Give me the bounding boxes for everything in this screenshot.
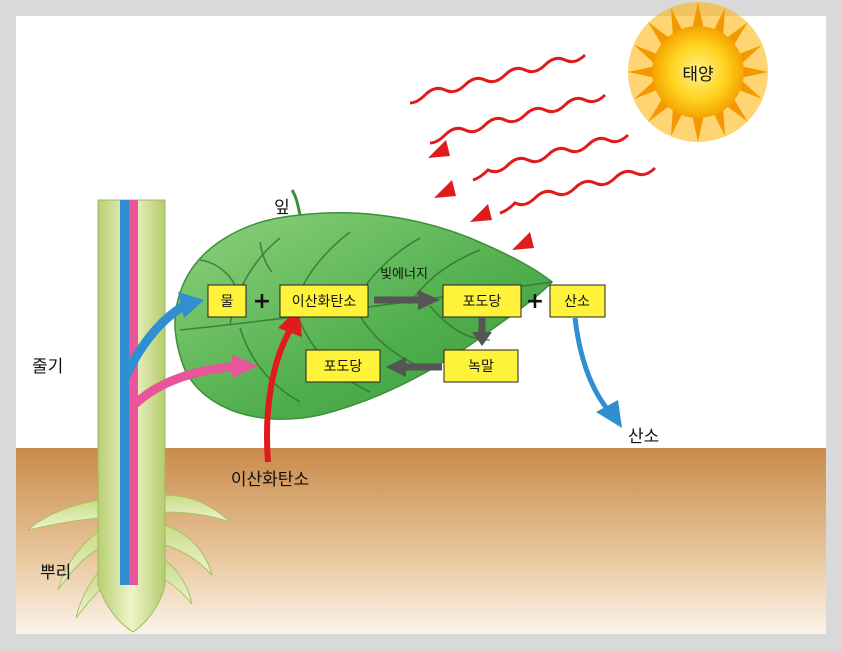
svg-text:녹말: 녹말 <box>468 359 494 375</box>
plus-2: + <box>526 289 544 314</box>
light-energy-label: 빛에너지 <box>380 267 428 282</box>
box-co2: 이산화탄소 <box>279 284 369 318</box>
svg-text:포도당: 포도당 <box>324 359 363 375</box>
svg-text:이산화탄소: 이산화탄소 <box>292 294 357 310</box>
reaction-arrows <box>374 290 492 377</box>
svg-text:산소: 산소 <box>564 294 590 310</box>
arrow-co2-to-glucose <box>418 290 440 310</box>
sun: 태양 <box>628 2 768 142</box>
arrow-starch-to-glucose <box>386 357 406 377</box>
svg-text:물: 물 <box>221 294 234 310</box>
box-starch: 녹말 <box>443 349 519 383</box>
oxygen-release-label: 산소 <box>628 427 659 447</box>
xylem-tube <box>120 200 129 585</box>
box-glucose: 포도당 <box>442 284 522 318</box>
sunlight-rays <box>409 53 657 215</box>
box-glucose-transport: 포도당 <box>305 349 381 383</box>
ray-2 <box>429 93 607 145</box>
svg-text:포도당: 포도당 <box>463 294 502 310</box>
roots <box>27 494 231 619</box>
water-transport-arrow <box>119 292 204 382</box>
glucose-transport-arrow <box>130 355 258 409</box>
ray-1 <box>409 53 587 105</box>
sun-label: 태양 <box>682 65 713 85</box>
plus-1: + <box>253 289 271 314</box>
ray-arrowheads <box>428 140 534 250</box>
ray-4 <box>499 166 657 215</box>
root-label: 뿌리 <box>40 563 71 583</box>
oxygen-release-arrow <box>572 317 622 428</box>
stem <box>97 199 166 633</box>
co2-intake-label: 이산화탄소 <box>231 470 309 490</box>
stem-label: 줄기 <box>32 357 63 377</box>
leaf-label: 잎 <box>274 198 290 218</box>
phloem-tube <box>129 200 138 585</box>
box-oxygen: 산소 <box>549 284 606 318</box>
box-water: 물 <box>207 284 247 318</box>
arrow-glucose-to-starch <box>472 332 492 346</box>
ray-3 <box>472 133 630 182</box>
